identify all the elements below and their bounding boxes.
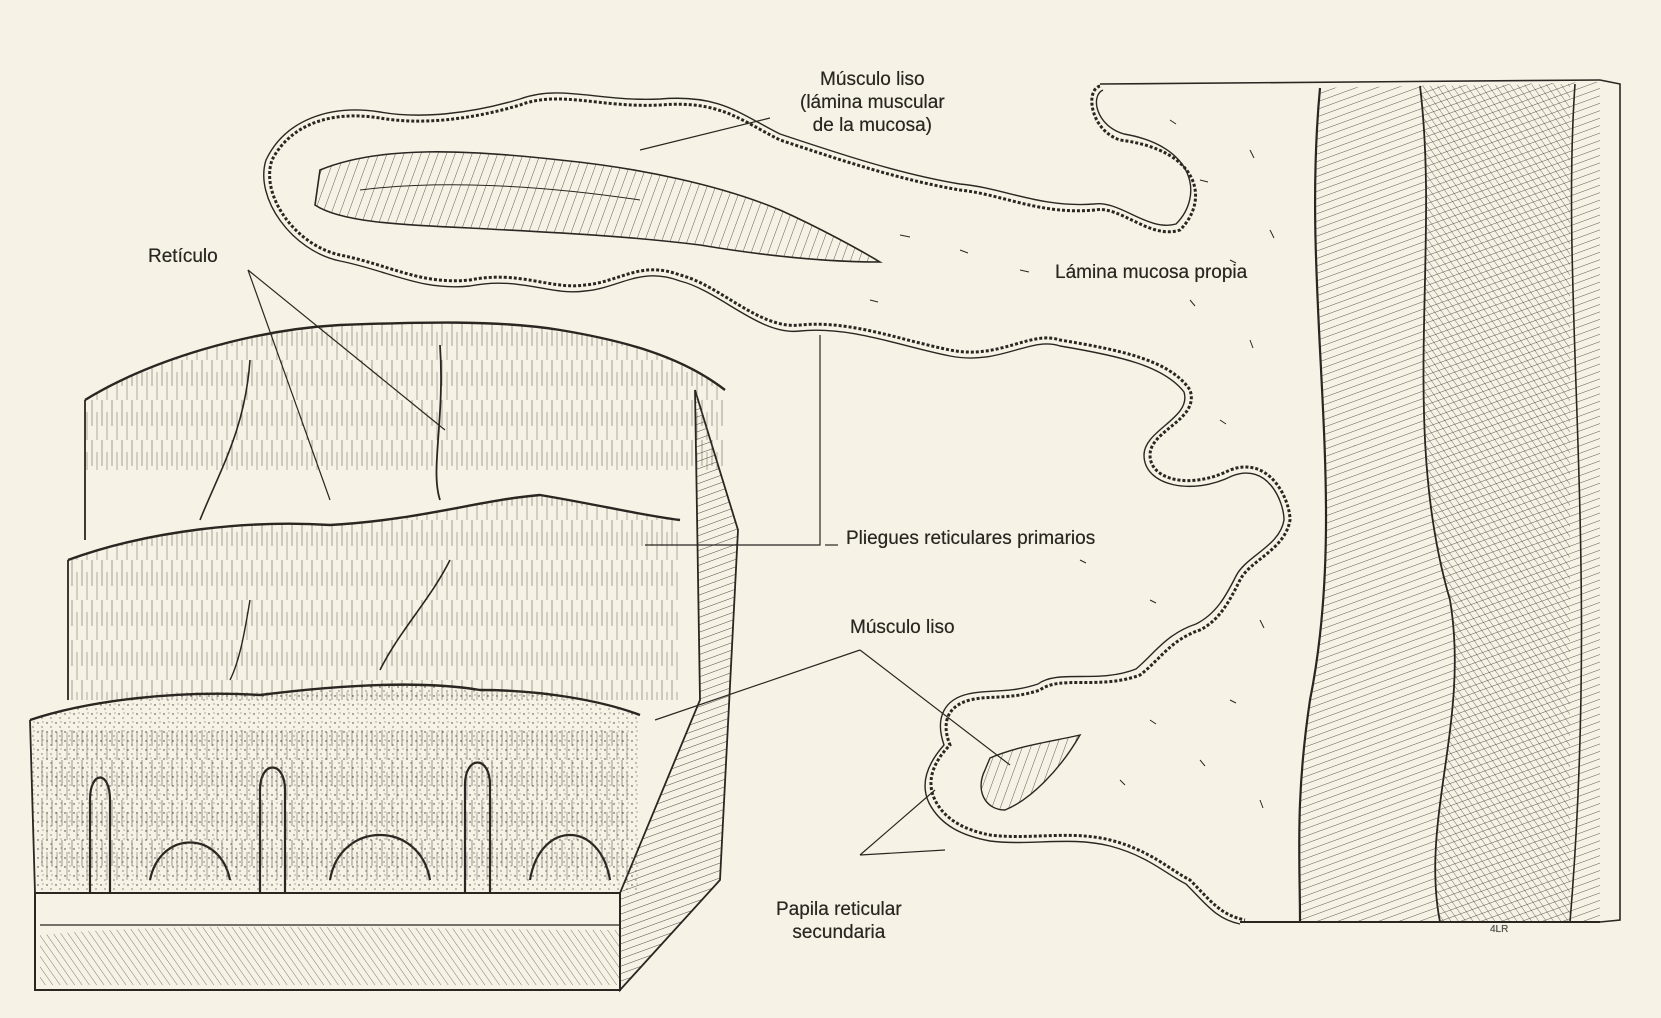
label-lamina-propria: Lámina mucosa propia — [1055, 261, 1247, 284]
reticulum-block — [30, 323, 738, 990]
label-line: de la mucosa) — [800, 114, 945, 137]
label-secondary-reticular-papilla: Papila reticular secundaria — [776, 898, 902, 944]
label-reticulum: Retículo — [148, 245, 218, 268]
artist-initials: 4LR — [1490, 924, 1508, 936]
label-line: secundaria — [776, 921, 902, 944]
label-line: Papila reticular — [776, 898, 902, 921]
label-line: (lámina muscular — [800, 91, 945, 114]
wall-muscle-layers — [1100, 80, 1620, 922]
label-primary-reticular-folds: Pliegues reticulares primarios — [846, 527, 1095, 550]
label-smooth-muscle-papilla: Músculo liso — [850, 616, 955, 639]
label-line: Músculo liso — [800, 68, 945, 91]
label-smooth-muscle-muscularis-mucosae: Músculo liso (lámina muscular de la muco… — [800, 68, 945, 138]
